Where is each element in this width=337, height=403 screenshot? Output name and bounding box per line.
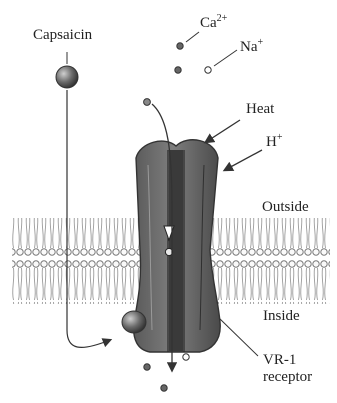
- capsaicin-label: Capsaicin: [33, 28, 92, 43]
- released-ion: [183, 354, 189, 360]
- inside-label: Inside: [263, 309, 300, 324]
- incoming-ion: [144, 99, 151, 106]
- proton-label: H+: [266, 135, 282, 150]
- outside-label: Outside: [262, 200, 309, 215]
- released-ion: [144, 364, 150, 370]
- heat-arrow: [206, 120, 240, 142]
- heat-label: Heat: [246, 102, 274, 117]
- capsaicin-molecule: [56, 66, 78, 88]
- sodium-ion: [205, 67, 211, 73]
- calcium-label: Ca2+: [200, 16, 227, 31]
- calcium-ion: [175, 67, 181, 73]
- calcium-ion: [177, 43, 183, 49]
- receptor-leader: [219, 318, 258, 356]
- proton-arrow: [225, 150, 262, 170]
- released-ion: [161, 385, 167, 391]
- sodium-label: Na+: [240, 40, 263, 55]
